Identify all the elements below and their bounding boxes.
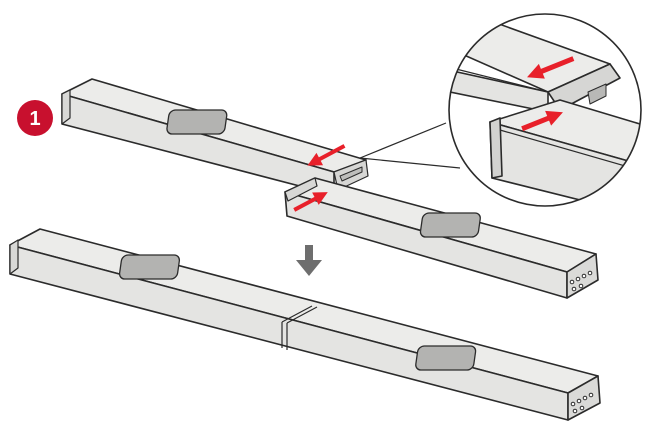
assembled-bar xyxy=(9,228,601,421)
connector-slot xyxy=(339,166,363,182)
upper-right-bar xyxy=(284,177,599,299)
bar-pad xyxy=(419,212,481,238)
insert-arrow-right xyxy=(293,192,328,212)
zoom-arrow-left xyxy=(527,56,575,79)
upper-right-bar-collar xyxy=(284,177,318,202)
insert-arrow-left xyxy=(307,144,346,166)
callout-circle xyxy=(448,13,642,207)
zoom-arrow-right xyxy=(521,110,563,132)
down-arrow xyxy=(296,245,322,276)
callout-leader-bottom xyxy=(359,157,461,169)
assembled-bar-left-end xyxy=(9,239,19,275)
magnifier-callout xyxy=(359,13,642,207)
bar-pad xyxy=(415,345,477,371)
bar-pad xyxy=(166,109,228,135)
port-holes xyxy=(569,270,593,292)
upper-left-bar-left-end xyxy=(61,89,71,125)
upper-left-bar xyxy=(61,78,369,196)
insert-arrows-main xyxy=(293,144,346,212)
zoom-connector-slot xyxy=(587,83,607,105)
callout-leader-top xyxy=(359,122,447,159)
bar-pad xyxy=(118,254,181,280)
port-holes xyxy=(570,392,594,414)
zoom-right-bar-collar xyxy=(489,117,503,179)
step-number: 1 xyxy=(29,108,40,130)
step-badge: 1 xyxy=(17,100,53,136)
